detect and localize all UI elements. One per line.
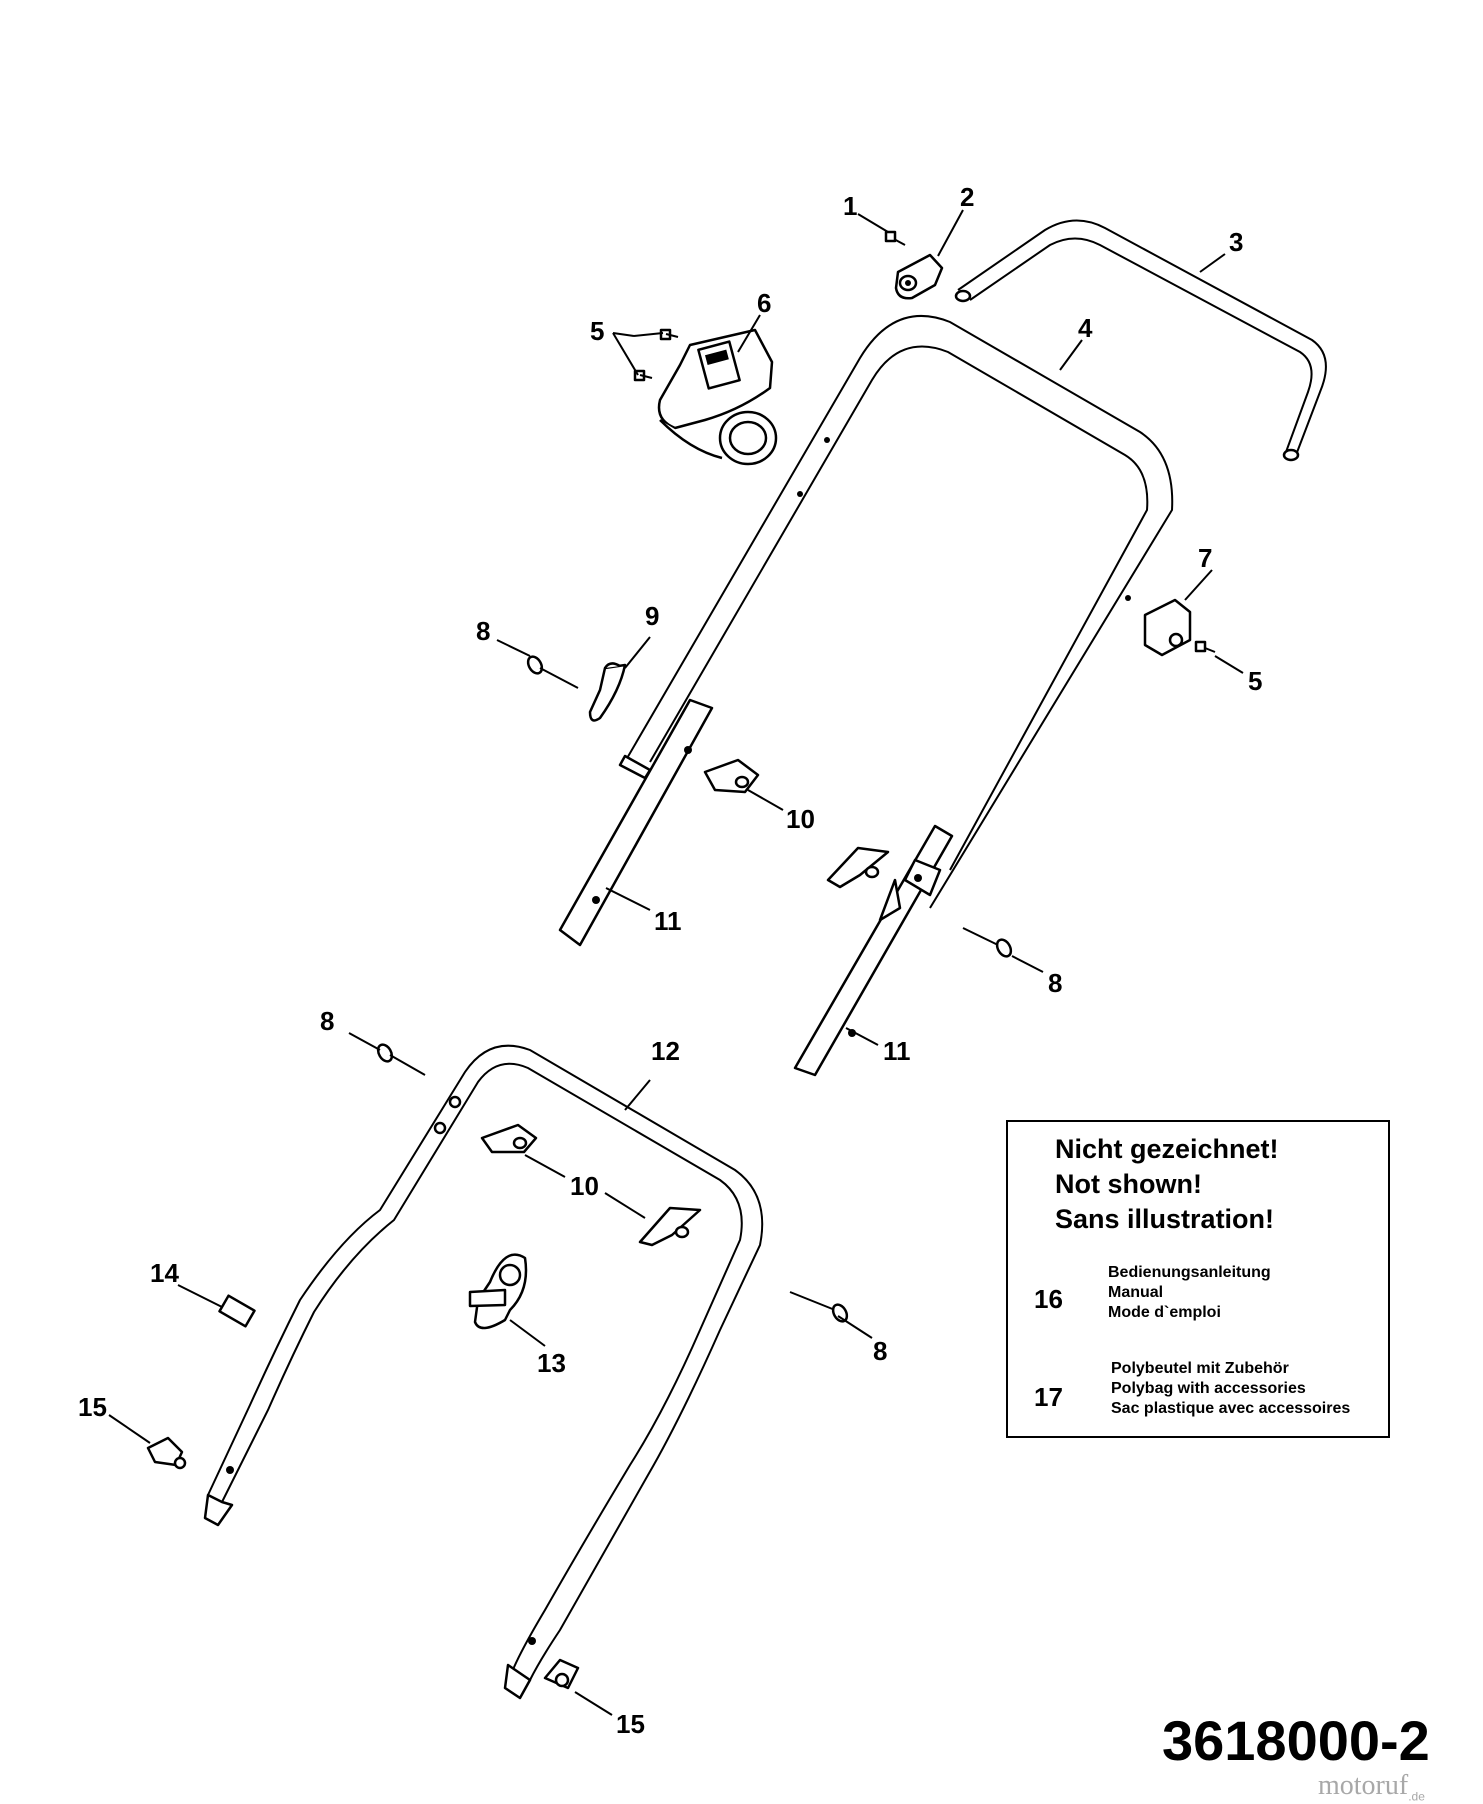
callout-10-upper: 10: [786, 804, 815, 834]
callout-11-right: 11: [883, 1036, 911, 1066]
callout-11-left: 11: [654, 906, 682, 936]
callout-15-bottom: 15: [616, 1709, 645, 1739]
callout-5-upper: 5: [590, 316, 604, 346]
not-shown-item-17-number: 17: [1034, 1382, 1063, 1412]
callout-3: 3: [1229, 227, 1243, 257]
wing-nut-part-10a: [703, 758, 760, 794]
watermark-tld: .de: [1408, 1789, 1425, 1804]
bolt-part-8a: [526, 655, 579, 689]
callout-2: 2: [960, 182, 974, 212]
callout-13: 13: [537, 1348, 566, 1378]
sleeve-part: [218, 1294, 256, 1328]
not-shown-heading-de: Nicht gezeichnet!: [1055, 1134, 1279, 1164]
top-bar-part: [954, 219, 1327, 462]
leader-lines: [108, 209, 1244, 1716]
not-shown-item-17-line-en: Polybag with accessories: [1111, 1380, 1306, 1397]
clip-part: [588, 662, 627, 722]
not-shown-box: Nicht gezeichnet! Not shown! Sans illust…: [1006, 1120, 1390, 1438]
upper-handle-part: [625, 314, 1174, 909]
callout-8-lower-left: 8: [320, 1006, 334, 1036]
lower-handle-part: [203, 1044, 764, 1700]
callout-8-upper-right: 8: [1048, 968, 1062, 998]
clamp-part: [894, 253, 944, 300]
callout-15-left: 15: [78, 1392, 107, 1422]
callout-8-upper-left: 8: [476, 616, 490, 646]
watermark-brand: motoruf: [1318, 1770, 1409, 1801]
not-shown-item-17-line-de: Polybeutel mit Zubehör: [1111, 1360, 1289, 1377]
not-shown-heading-en: Not shown!: [1055, 1169, 1202, 1199]
screw-part-1: [884, 230, 906, 246]
slide-rail-part-left: [558, 698, 714, 947]
callout-7: 7: [1198, 543, 1212, 573]
bracket-part: [468, 1253, 528, 1330]
diagram-number: 3618000-2: [1162, 1709, 1430, 1772]
not-shown-heading-fr: Sans illustration!: [1055, 1204, 1275, 1234]
callout-5-right: 5: [1248, 666, 1262, 696]
callout-6: 6: [757, 288, 771, 318]
not-shown-item-16-line-de: Bedienungsanleitung: [1108, 1264, 1271, 1281]
bolt-part-8d: [789, 1291, 849, 1323]
callout-9: 9: [645, 601, 659, 631]
block-part: [1143, 598, 1192, 657]
callout-14: 14: [150, 1258, 179, 1288]
bolt-part-8c: [376, 1043, 426, 1076]
callout-10-lower: 10: [570, 1171, 599, 1201]
knob-part-15a: [146, 1436, 187, 1470]
bolt-part-8b: [962, 927, 1013, 958]
not-shown-item-17-line-fr: Sac plastique avec accessoires: [1111, 1400, 1351, 1417]
knob-part-15b: [543, 1658, 580, 1690]
slide-rail-part-right: [793, 824, 954, 1077]
not-shown-item-16-line-en: Manual: [1108, 1284, 1164, 1301]
watermark: motoruf.de: [1318, 1770, 1425, 1804]
not-shown-item-16-number: 16: [1034, 1284, 1063, 1314]
callout-1: 1: [843, 191, 857, 221]
screw-part-5b: [1194, 640, 1216, 653]
wing-nut-part-10c: [480, 1123, 538, 1154]
callout-8-lower-right: 8: [873, 1336, 887, 1366]
not-shown-item-16-line-fr: Mode d`emploi: [1108, 1304, 1221, 1321]
wing-nut-part-10b: [826, 846, 890, 889]
screws-part-5a: [633, 328, 679, 382]
switch-housing-part: [657, 328, 778, 466]
wing-nut-part-10d: [638, 1206, 702, 1247]
callout-4: 4: [1078, 313, 1093, 343]
callout-12: 12: [651, 1036, 680, 1066]
